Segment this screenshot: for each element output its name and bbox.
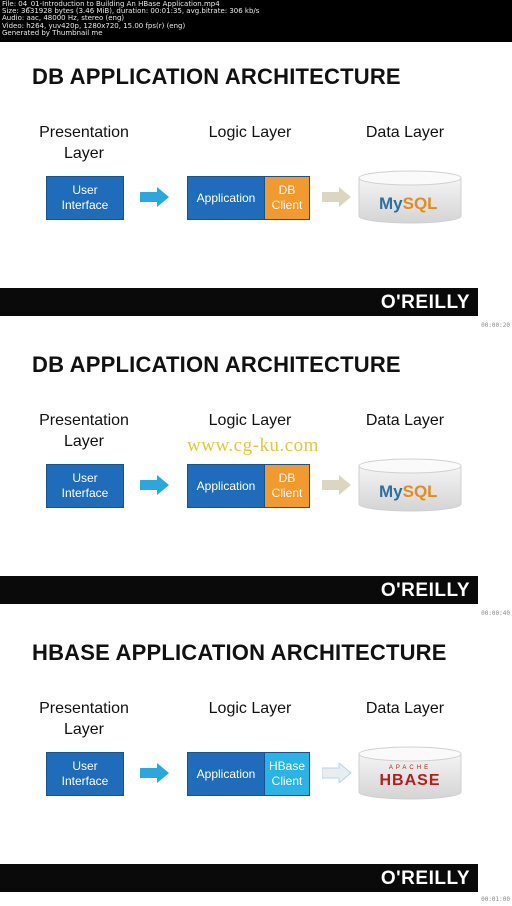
arrow-icon — [140, 763, 169, 783]
presentation-layer-label: Presentation Layer — [39, 412, 129, 450]
hbase-logo: HBASE — [379, 772, 441, 789]
footer-bar: O'REILLY — [0, 288, 478, 316]
cylinder-icon — [358, 458, 462, 512]
arrow-icon — [322, 475, 351, 495]
file-info-line: Audio: aac, 48000 Hz, stereo (eng) — [2, 14, 125, 23]
file-info-header: File: 04_01-Introduction to Building An … — [0, 0, 512, 42]
footer-bar: O'REILLY — [0, 864, 478, 892]
data-layer-label: Data Layer — [365, 412, 445, 429]
cylinder-icon — [358, 170, 462, 224]
database-cylinder: MySQL — [357, 458, 463, 512]
mysql-logo: MySQL — [379, 482, 438, 501]
slide-title: HBASE APPLICATION ARCHITECTURE — [32, 640, 447, 665]
timestamp: 00:00:40 — [481, 610, 510, 617]
data-layer-label: Data Layer — [365, 124, 445, 141]
application-box: Application — [187, 176, 265, 220]
apache-label: APACHE — [388, 765, 432, 771]
footer-bar: O'REILLY — [0, 576, 478, 604]
oreilly-logo: O'REILLY — [380, 580, 470, 601]
logic-layer-label: Logic Layer — [208, 124, 292, 141]
slide-thumbnail-3: HBASE APPLICATION ARCHITECTURE Presentat… — [0, 618, 512, 906]
timestamp: 00:00:20 — [481, 322, 510, 329]
file-info-line: Size: 3631928 bytes (3.46 MiB), duration… — [2, 7, 260, 16]
file-info-line: Video: h264, yuv420p, 1280x720, 15.00 fp… — [2, 21, 186, 30]
data-layer-label: Data Layer — [365, 700, 445, 717]
application-box: Application — [187, 464, 265, 508]
slide-thumbnail-2: DB APPLICATION ARCHITECTURE Presentation… — [0, 330, 512, 618]
slide-thumbnail-1: DB APPLICATION ARCHITECTURE Presentation… — [0, 42, 512, 330]
slide-title: DB APPLICATION ARCHITECTURE — [32, 64, 401, 89]
application-box: Application — [187, 752, 265, 796]
slide-title: DB APPLICATION ARCHITECTURE — [32, 352, 401, 377]
logic-layer-label: Logic Layer — [208, 412, 292, 429]
arrow-icon — [322, 763, 352, 783]
file-info-line: File: 04_01-Introduction to Building An … — [2, 0, 220, 8]
logic-layer-label: Logic Layer — [208, 700, 292, 717]
cylinder-icon — [358, 746, 462, 800]
database-cylinder: APACHE HBASE — [357, 746, 463, 800]
oreilly-logo: O'REILLY — [380, 292, 470, 313]
timestamp: 00:01:00 — [481, 896, 510, 903]
file-info-line: Generated by Thumbnail me — [2, 28, 103, 37]
arrow-icon — [322, 187, 351, 207]
arrow-icon — [140, 475, 169, 495]
presentation-layer-label: Presentation Layer — [39, 700, 129, 738]
watermark-text: www.cg-ku.com — [187, 435, 319, 456]
mysql-logo: MySQL — [379, 194, 438, 213]
database-cylinder: MySQL — [357, 170, 463, 224]
oreilly-logo: O'REILLY — [380, 868, 470, 889]
presentation-layer-label: Presentation Layer — [39, 124, 129, 162]
arrow-icon — [140, 187, 169, 207]
